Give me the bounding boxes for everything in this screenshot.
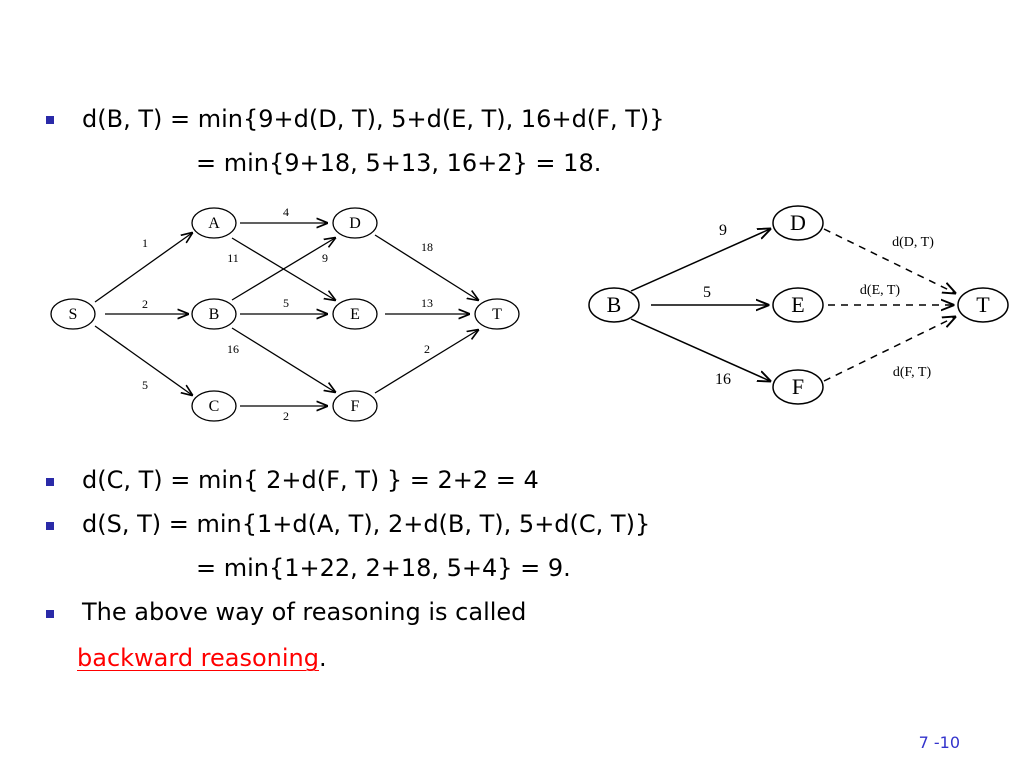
edge-weight: 9 — [322, 251, 328, 265]
node-e — [332, 298, 378, 330]
edge-weight: 5 — [142, 378, 148, 392]
node-label: A — [208, 215, 220, 232]
node-e — [772, 287, 824, 323]
edge-weight: 18 — [421, 240, 433, 254]
node-label: T — [492, 306, 502, 323]
edge-s-c — [94, 325, 192, 395]
edge-weight: 16 — [715, 371, 731, 388]
node-t — [474, 298, 520, 330]
formula-line: d(C, T) = min{ 2+d(F, T) } = 2+2 = 4 — [82, 466, 539, 494]
bullet-marker — [46, 116, 54, 124]
dashed-edge-label: d(E, T) — [860, 283, 901, 298]
formula-line: d(S, T) = min{1+d(A, T), 2+d(B, T), 5+d(… — [82, 510, 651, 538]
edge-s-a — [94, 233, 192, 303]
node-f — [772, 369, 824, 405]
node-c — [191, 390, 237, 422]
dashed-edge-label: d(D, T) — [892, 235, 934, 250]
edge-d-t — [374, 234, 478, 300]
bullet-marker — [46, 522, 54, 530]
highlight-term: backward reasoning — [77, 644, 320, 672]
dashed-edge-f-t — [823, 317, 955, 382]
node-label: S — [69, 306, 78, 323]
node-label: D — [349, 215, 361, 232]
node-label: B — [607, 292, 622, 317]
node-d — [332, 207, 378, 239]
edge-b-d — [630, 229, 770, 292]
edge-weight: 4 — [283, 205, 289, 219]
node-d — [772, 205, 824, 241]
node-label: E — [791, 292, 804, 317]
node-a — [191, 207, 237, 239]
edge-f-t — [374, 330, 478, 394]
node-label: B — [209, 306, 220, 323]
dashed-edge-label: d(F, T) — [893, 365, 932, 380]
edge-b-f — [630, 318, 770, 381]
edge-weight: 11 — [227, 251, 239, 265]
edge-weight: 16 — [227, 342, 239, 356]
node-label: C — [209, 398, 220, 415]
node-label: F — [792, 374, 804, 399]
edge-weight: 1 — [142, 236, 148, 250]
node-b — [588, 287, 640, 323]
formula-line: = min{1+22, 2+18, 5+4} = 9. — [196, 554, 571, 582]
edge-weight: 5 — [283, 296, 289, 310]
node-label: T — [976, 292, 990, 317]
node-label: D — [790, 210, 806, 235]
node-label: E — [350, 306, 360, 323]
punctuation: . — [319, 644, 327, 672]
edge-b-d — [231, 238, 335, 301]
formula-line: = min{9+18, 5+13, 16+2} = 18. — [196, 149, 602, 177]
edge-weight: 2 — [424, 342, 430, 356]
dashed-edge-d-t — [823, 228, 955, 293]
text-line: The above way of reasoning is called — [82, 598, 527, 626]
node-t — [957, 287, 1009, 323]
edge-b-f — [231, 327, 335, 392]
text-line: backward reasoning. — [77, 643, 327, 673]
edge-weight: 9 — [719, 222, 727, 239]
node-label: F — [351, 398, 360, 415]
bullet-marker — [46, 478, 54, 486]
node-f — [332, 390, 378, 422]
page-number: 7 -10 — [918, 733, 960, 752]
edge-weight: 5 — [703, 284, 711, 301]
edge-weight: 2 — [142, 297, 148, 311]
bullet-marker — [46, 610, 54, 618]
edge-weight: 13 — [421, 296, 433, 310]
formula-line: d(B, T) = min{9+d(D, T), 5+d(E, T), 16+d… — [82, 105, 665, 133]
edge-weight: 2 — [283, 409, 289, 423]
node-b — [191, 298, 237, 330]
node-s — [50, 298, 96, 330]
